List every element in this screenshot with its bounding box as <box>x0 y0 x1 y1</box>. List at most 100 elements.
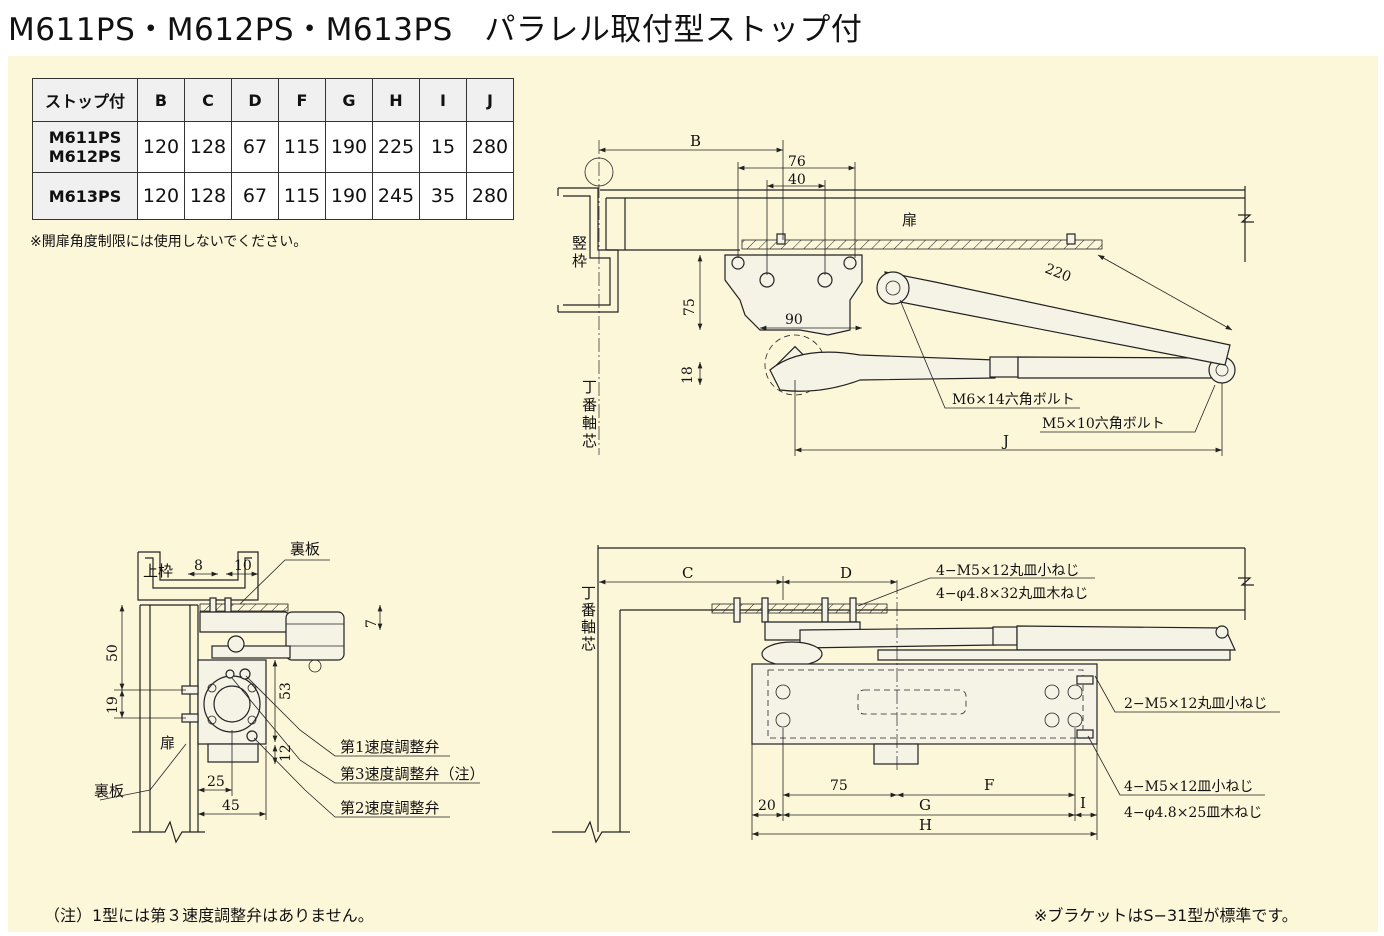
label-40: 40 <box>788 172 806 188</box>
mount-hole <box>1067 712 1083 728</box>
label-hinge-axis-3: 軸 <box>581 618 596 636</box>
label-screw3: 2−M5×12丸皿小ねじ <box>1124 696 1267 712</box>
mount-hole <box>817 272 833 288</box>
label-G: G <box>919 796 931 814</box>
screw <box>224 597 232 613</box>
break-symbol <box>132 820 205 844</box>
screw-head <box>776 233 786 245</box>
forearm <box>1017 356 1216 379</box>
front-arm <box>799 627 996 649</box>
front-view: C D 丁 番 軸 芯 4−M5×12丸皿小ねじ 4−φ4.8×32丸皿木ねじ … <box>552 545 1280 844</box>
closer-body-hidden <box>767 669 1084 739</box>
label-12: 12 <box>278 744 294 762</box>
label-7: 7 <box>364 619 380 628</box>
table-note: ※開扉角度制限には使用しないでください。 <box>30 234 308 250</box>
bracket <box>199 611 301 633</box>
label-hinge-axis-4: 芯 <box>581 635 596 653</box>
leader-valve1 <box>245 675 450 757</box>
label-20: 20 <box>758 798 776 814</box>
frame-outline <box>597 545 1245 832</box>
label-back-plate: 裏板 <box>94 782 124 800</box>
table-cell: 225 <box>372 121 420 173</box>
leader-valve3 <box>231 677 480 784</box>
table-cell: 120 <box>137 121 185 173</box>
label-valve3: 第3速度調整弁（注） <box>340 765 485 783</box>
label-8: 8 <box>194 558 203 574</box>
label-53: 53 <box>278 682 294 700</box>
mount-hole <box>843 256 857 270</box>
valve-3 <box>225 669 235 679</box>
page-title: M611PS・M612PS・M613PS パラレル取付型ストップ付 <box>8 12 863 48</box>
table-header: J <box>466 78 514 122</box>
screw <box>821 597 829 623</box>
label-19: 19 <box>105 696 121 714</box>
table-cell: 190 <box>325 121 373 173</box>
hinge-pivot-symbol <box>584 157 614 187</box>
pivot <box>308 659 322 673</box>
leader-valve2 <box>253 737 450 818</box>
label-76: 76 <box>788 154 806 170</box>
leader-back-plate <box>99 743 187 801</box>
screw-hole <box>247 683 257 693</box>
screw-hole <box>207 715 217 725</box>
arm-end-pivot <box>1215 625 1229 639</box>
label-18: 18 <box>680 366 696 384</box>
label-valve1: 第1速度調整弁 <box>340 738 440 756</box>
table-header: D <box>231 78 279 122</box>
label-C: C <box>682 564 693 582</box>
arm-assembly <box>285 611 345 661</box>
table-cell: 128 <box>184 172 232 220</box>
label-D: D <box>840 564 852 582</box>
label-45: 45 <box>222 798 240 814</box>
mount-hole <box>775 684 791 700</box>
mount-hole <box>731 256 745 270</box>
arm-joint <box>989 356 1019 378</box>
label-hinge-axis-2: 番 <box>582 396 597 414</box>
closer-face-inner <box>213 685 251 723</box>
dimension-table: ストップ付 B C D F G H I J M611PS M612PS 120 … <box>32 78 514 220</box>
leader-m5 <box>1040 384 1216 433</box>
screw <box>761 597 769 623</box>
back-plate-hatch <box>199 603 289 612</box>
upper-frame-profile <box>137 551 259 601</box>
arm-link <box>211 645 291 659</box>
screw-hole <box>207 683 217 693</box>
forearm <box>1016 625 1236 651</box>
label-hinge-axis-4: 芯 <box>582 432 597 450</box>
arm-joint <box>992 626 1018 646</box>
label-screw1: 4−M5×12丸皿小ねじ <box>936 563 1079 579</box>
screw-head <box>227 635 245 653</box>
table-header: H <box>372 78 420 122</box>
table-cell: 280 <box>466 121 514 173</box>
stop-arm <box>884 271 1231 366</box>
bracket-plate-hatch <box>711 603 888 614</box>
screw <box>849 597 857 623</box>
table-row: M613PS 120 128 67 115 190 245 35 280 <box>32 172 514 220</box>
closer-bottom <box>873 743 919 765</box>
leader-screw4 <box>1087 735 1265 796</box>
label-H: H <box>919 816 932 834</box>
screw <box>733 597 741 623</box>
table-cell: 128 <box>184 121 232 173</box>
label-220: 220 <box>1043 261 1074 286</box>
label-door: 扉 <box>160 734 175 752</box>
door-plate-hatch <box>741 239 1103 250</box>
break-symbol <box>1238 577 1254 586</box>
label-hinge-axis-1: 丁 <box>581 584 596 602</box>
screw-hole <box>247 715 257 725</box>
vertical-jamb <box>557 187 619 313</box>
table-cell: 245 <box>372 172 420 220</box>
screw-head <box>1066 233 1076 245</box>
label-I: I <box>1080 794 1086 812</box>
mount-hole <box>775 712 791 728</box>
table-header-row: ストップ付 B C D F G H I J <box>32 78 514 122</box>
dim-line-220 <box>1097 254 1233 331</box>
table-cell: 15 <box>419 121 467 173</box>
closer-window <box>857 689 967 715</box>
table-cell: 190 <box>325 172 373 220</box>
table-header: I <box>419 78 467 122</box>
leader-screw1 <box>857 577 1095 607</box>
table-cell-model: M611PS M612PS <box>32 121 138 173</box>
mount-hole <box>1067 684 1083 700</box>
